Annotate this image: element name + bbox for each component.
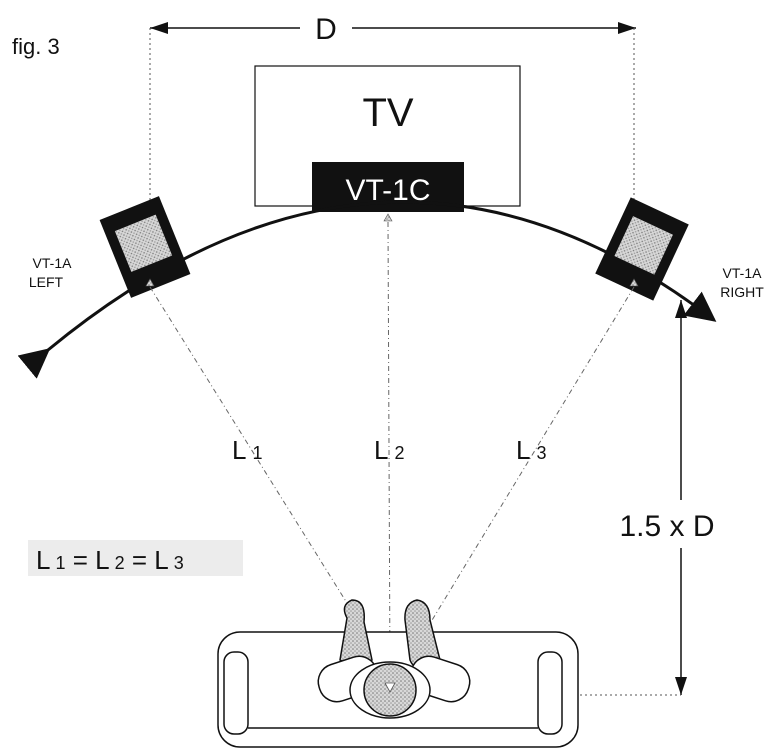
sofa-arm-left: [223, 651, 249, 735]
distance-line-l3: [419, 286, 635, 641]
left-speaker-cone: [114, 214, 173, 272]
distance-line-l2: [387, 221, 391, 676]
distance-arrow-bottom: [675, 677, 687, 695]
width-label: D: [315, 13, 337, 46]
listener: [317, 599, 471, 719]
right-speaker-model: VT-1A: [723, 265, 763, 281]
right-speaker-marker: [629, 278, 639, 287]
center-speaker: VT-1C: [312, 162, 464, 222]
distance-dimension: 1.5 x D: [440, 300, 715, 696]
left-speaker-model: VT-1A: [33, 255, 73, 271]
right-speaker: [595, 197, 689, 301]
tv-label: TV: [362, 91, 413, 135]
right-speaker-cone: [614, 216, 673, 275]
width-arrow-right: [618, 22, 636, 34]
figure-label: fig. 3: [12, 34, 60, 59]
center-speaker-marker: [383, 213, 393, 222]
width-arrow-left: [150, 22, 168, 34]
listener-marker: [384, 682, 396, 693]
right-speaker-position: RIGHT: [720, 284, 764, 300]
left-speaker-position: LEFT: [29, 274, 64, 290]
distance-line-l1: [149, 286, 371, 641]
equation-background: [28, 540, 243, 576]
distance-dimension-label: 1.5 x D: [619, 510, 714, 543]
width-dimension: D: [149, 13, 636, 215]
distance-arrow-top: [675, 300, 687, 318]
left-speaker: [99, 196, 191, 298]
sofa-arm-right: [537, 651, 563, 735]
left-speaker-marker: [145, 278, 155, 287]
